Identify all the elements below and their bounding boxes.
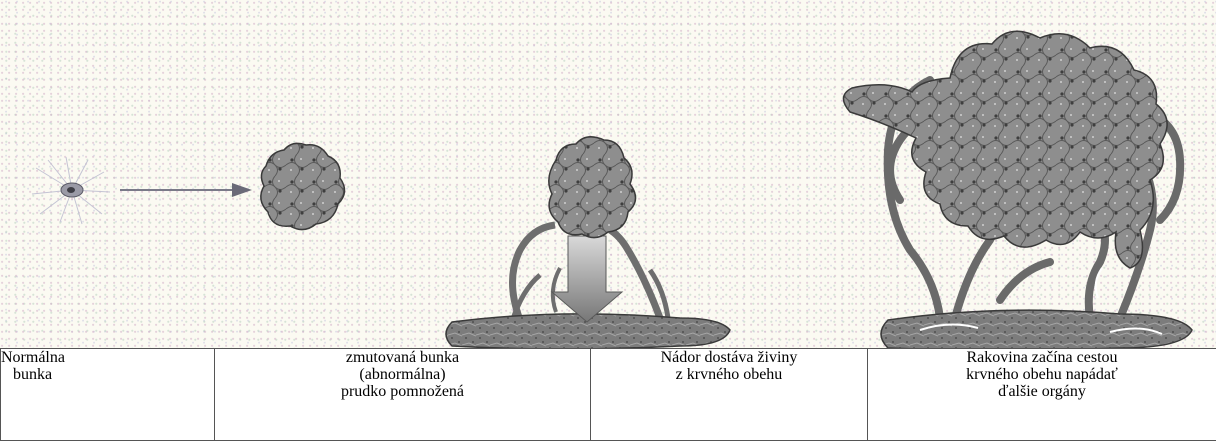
caption-metastasis: Rakovina začína cestou krvného obehu nap… (868, 349, 1216, 441)
metastasizing-cancer-icon (843, 31, 1192, 348)
caption-line: zmutovaná bunka (215, 349, 590, 366)
normal-cell-icon (32, 157, 110, 224)
caption-tumor-nutrients: Nádor dostáva živiny z krvného obehu (591, 349, 868, 441)
caption-line: Nádor dostáva živiny (591, 349, 867, 366)
caption-line: z krvného obehu (591, 366, 867, 383)
caption-line: Rakovina začína cestou (868, 349, 1216, 366)
caption-line: bunka (1, 366, 214, 383)
caption-line: (abnormálna) (215, 366, 590, 383)
caption-line: krvného obehu napádať (868, 366, 1216, 383)
caption-line: prudko pomnožená (215, 383, 590, 400)
mutated-cell-cluster-icon (261, 143, 345, 229)
cancer-progression-figure (0, 0, 1216, 348)
progression-arrow-icon (120, 183, 252, 197)
caption-line: ďalšie orgány (868, 383, 1216, 400)
caption-normal-cell: Normálna bunka (1, 349, 215, 441)
tumor-blood-supply-icon (446, 137, 730, 348)
caption-table: Normálna bunka zmutovaná bunka (abnormál… (0, 348, 1216, 441)
caption-line: Normálna (1, 349, 214, 366)
caption-mutated-cell: zmutovaná bunka (abnormálna) prudko pomn… (215, 349, 591, 441)
